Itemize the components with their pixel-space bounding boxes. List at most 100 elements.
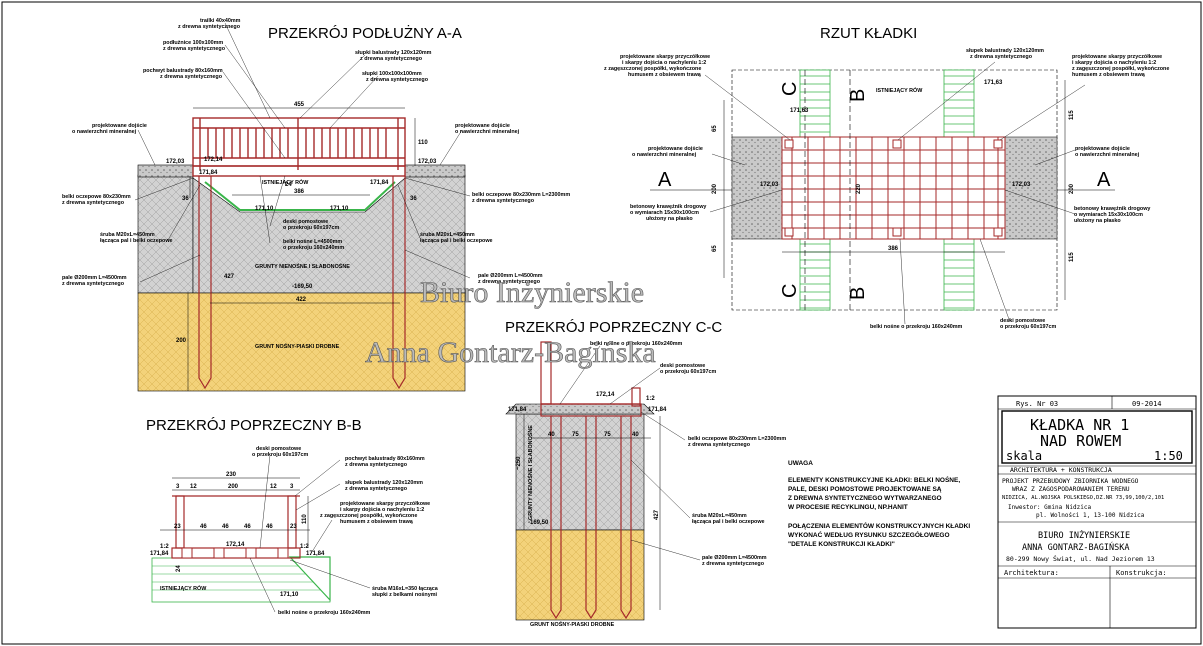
plan-elev-4: 172,03 xyxy=(1012,182,1031,188)
aa-label-sruba-r-b: łącząca pal i belki oczepowe xyxy=(420,238,493,244)
tb-project-3: NIDZICA, AL.WOJSKA POLSKIEGO,DZ.NR 73,99… xyxy=(1002,495,1164,501)
tb-scale-value: 1:50 xyxy=(1154,449,1183,463)
section-bb: PRZEKRÓJ POPRZECZNY B-B 2 xyxy=(146,417,439,616)
aa-dim-24: 24 xyxy=(285,182,292,188)
tb-discipline: ARCHITEKTURA + KONSTRUKCJA xyxy=(1010,466,1112,474)
notes-heading: UWAGA xyxy=(788,460,813,467)
bb-dim-slope-l: 1:2 xyxy=(160,544,169,550)
aa-elev-5: 171,84 xyxy=(370,180,389,186)
cc-elev-1: 172,14 xyxy=(596,392,615,398)
aa-label-sruba-l-b: łącząca pal i belki oczepowe xyxy=(100,238,173,244)
plan-dim-386: 386 xyxy=(888,246,899,252)
bb-elev-4: 171,10 xyxy=(280,592,299,598)
aa-label-slupki100: słupki 100x100x100mm xyxy=(362,71,422,77)
aa-elev-7: 171,10 xyxy=(330,206,349,212)
plan-dim-220: 220 xyxy=(856,183,862,194)
bb-dim-23a: 23 xyxy=(174,524,181,530)
aa-dim-200: 200 xyxy=(176,338,187,344)
aa-label-deski-b: o przekroju 60x197cm xyxy=(283,225,340,231)
bb-elev-1: 172,14 xyxy=(226,542,245,548)
plan-grass-bl xyxy=(799,238,831,311)
bb-dim-24: 24 xyxy=(176,565,182,572)
plan-elev-3: 172,03 xyxy=(760,182,779,188)
bb-dim-46c: 46 xyxy=(244,524,251,530)
aa-label-slupki: słupki balustrady 120x120mm xyxy=(355,50,432,56)
plan-dim-lines xyxy=(723,80,1066,300)
cc-label-oczepowe: belki oczepowe 80x230mm L=2300mm xyxy=(688,436,786,442)
bb-label-skarpy-b: i skarpy dojścia o nachyleniu 1:2 xyxy=(340,507,424,513)
cc-dim-lines xyxy=(523,414,661,610)
tb-architecture: Architektura: xyxy=(1004,569,1059,577)
plan-label-kraweznik-r-b: o wymiarach 15x30x100cm xyxy=(1074,212,1143,218)
aa-label-belki-nosne-b: o przekroju 160x240mm xyxy=(283,245,344,251)
plan-path-right xyxy=(1004,136,1058,240)
aa-elev-1: 172,03 xyxy=(166,159,185,165)
bb-dim-110: 110 xyxy=(302,514,308,524)
aa-label-podluznice-b: z drewna syntetycznego xyxy=(163,46,226,52)
aa-dim-386: 386 xyxy=(294,189,305,195)
plan-label-skarpy-r-c: z zagęszczonej pospółki, wykończone xyxy=(1072,66,1169,72)
section-cc-title: PRZEKRÓJ POPRZECZNY C-C xyxy=(505,319,722,336)
bb-label-belki-nosne: belki nośne o przekroju 160x240mm xyxy=(278,610,370,616)
aa-label-dojscie-r-b: o nawierzchni mineralnej xyxy=(455,129,520,135)
aa-soil-left xyxy=(137,174,194,294)
aa-elev-6: 171,10 xyxy=(255,206,274,212)
aa-label-deski: deski pomostowe xyxy=(283,219,328,225)
aa-label-trailki-b: z drewna syntetycznego xyxy=(178,24,241,30)
bb-dim-3b: 3 xyxy=(290,484,294,490)
aa-label-grunty-nienosne: GRUNTY NIENOŚNE I SŁABONOŚNE xyxy=(255,263,350,270)
plan-label-slupek: słupek balustrady 120x120mm xyxy=(966,48,1044,54)
bb-dim-lines xyxy=(160,477,310,548)
tb-construction: Konstrukcja: xyxy=(1116,569,1167,577)
cc-label-oczepowe-b: z drewna syntetycznego xyxy=(688,442,751,448)
notes-line-7: "DETALE KONSTRUKCJI KŁADKI" xyxy=(788,541,895,548)
plan-label-kraweznik-r: betonowy krawężnik drogowy xyxy=(1074,206,1150,212)
cc-elev-3: 171,84 xyxy=(648,407,667,413)
aa-label-pale-r: pale Ø200mm L=4500mm xyxy=(478,273,543,279)
plan-label-skarpy-l-d: humusem z obsiewem trawą xyxy=(628,72,702,78)
bb-label-deski: deski pomostowe xyxy=(256,446,301,452)
aa-label-istniejacy-row: ISTNIEJĄCY RÓW xyxy=(262,178,309,186)
plan-label-skarpy-l: projektowane skarpy przyczółkowe xyxy=(620,54,710,60)
bb-label-skarpy: projektowane skarpy przyczółkowe xyxy=(340,501,430,507)
aa-elev-2: 172,03 xyxy=(418,159,437,165)
plan-dim-115a: 115 xyxy=(1069,110,1075,120)
plan-view: RZUT KŁADKI xyxy=(604,25,1169,330)
bb-dim-12a: 12 xyxy=(190,484,197,490)
tb-date: 09-2014 xyxy=(1132,400,1162,408)
notes-line-6: WYKONAĆ WEDŁUG RYSUNKU SZCZEGÓŁOWEGO xyxy=(788,530,950,539)
bb-dim-200: 200 xyxy=(228,484,239,490)
plan-leaders xyxy=(704,61,1086,325)
tb-project-1: PROJEKT PRZEBUDOWY ZBIORNIKA WODNEGO xyxy=(1002,478,1139,485)
aa-dim-36b: 36 xyxy=(410,196,417,202)
aa-dim-36a: 36 xyxy=(182,196,189,202)
plan-dim-65a: 65 xyxy=(712,125,718,132)
plan-label-slupek-b: z drewna syntetycznego xyxy=(970,54,1033,60)
tb-office-1: BIURO INŻYNIERSKIE xyxy=(1038,530,1130,541)
plan-dim-65b: 65 xyxy=(712,245,718,252)
aa-label-podluznice: podłużnice 100x100mm xyxy=(163,40,223,46)
aa-label-oczepowe-l: belki oczepowe 80x230mm xyxy=(62,194,131,200)
cc-structure xyxy=(540,341,642,620)
plan-label-skarpy-r-b: i skarpy dojścia o nachyleniu 1:2 xyxy=(1072,60,1156,66)
aa-label-dojscie-l-b: o nawierzchni mineralnej xyxy=(72,129,137,135)
bb-dim-23b: 23 xyxy=(290,524,297,530)
cc-dim-75b: 75 xyxy=(604,432,611,438)
aa-label-sruba-l: śruba M20xL=450mm xyxy=(100,232,155,238)
plan-label-dojscie-r: projektowane dojście xyxy=(1075,146,1130,152)
aa-path-right xyxy=(404,164,466,178)
plan-grass-tr xyxy=(943,69,975,138)
plan-label-kraweznik-l-b: o wymiarach 15x30x100cm xyxy=(630,210,699,216)
aa-label-slupki-b: z drewna syntetycznego xyxy=(360,56,423,62)
bb-slope-right xyxy=(288,556,331,602)
plan-title: RZUT KŁADKI xyxy=(820,25,917,42)
plan-label-kraweznik-l: betonowy krawężnik drogowy xyxy=(630,204,706,210)
bb-elev-3: 171,84 xyxy=(306,551,325,557)
aa-dim-455: 455 xyxy=(294,102,305,108)
aa-label-oczepowe-r: belki oczepowe 80x230mm L=2300mm xyxy=(472,192,570,198)
bb-label-slupek-b: z drewna syntetycznego xyxy=(345,486,408,492)
cc-elev-4: -169,50 xyxy=(528,520,549,526)
plan-section-c-bottom: C xyxy=(779,284,801,298)
cc-label-grunty-nienosne: GRUNTY NIENOŚNE I SŁABONOŚNE xyxy=(527,425,534,520)
